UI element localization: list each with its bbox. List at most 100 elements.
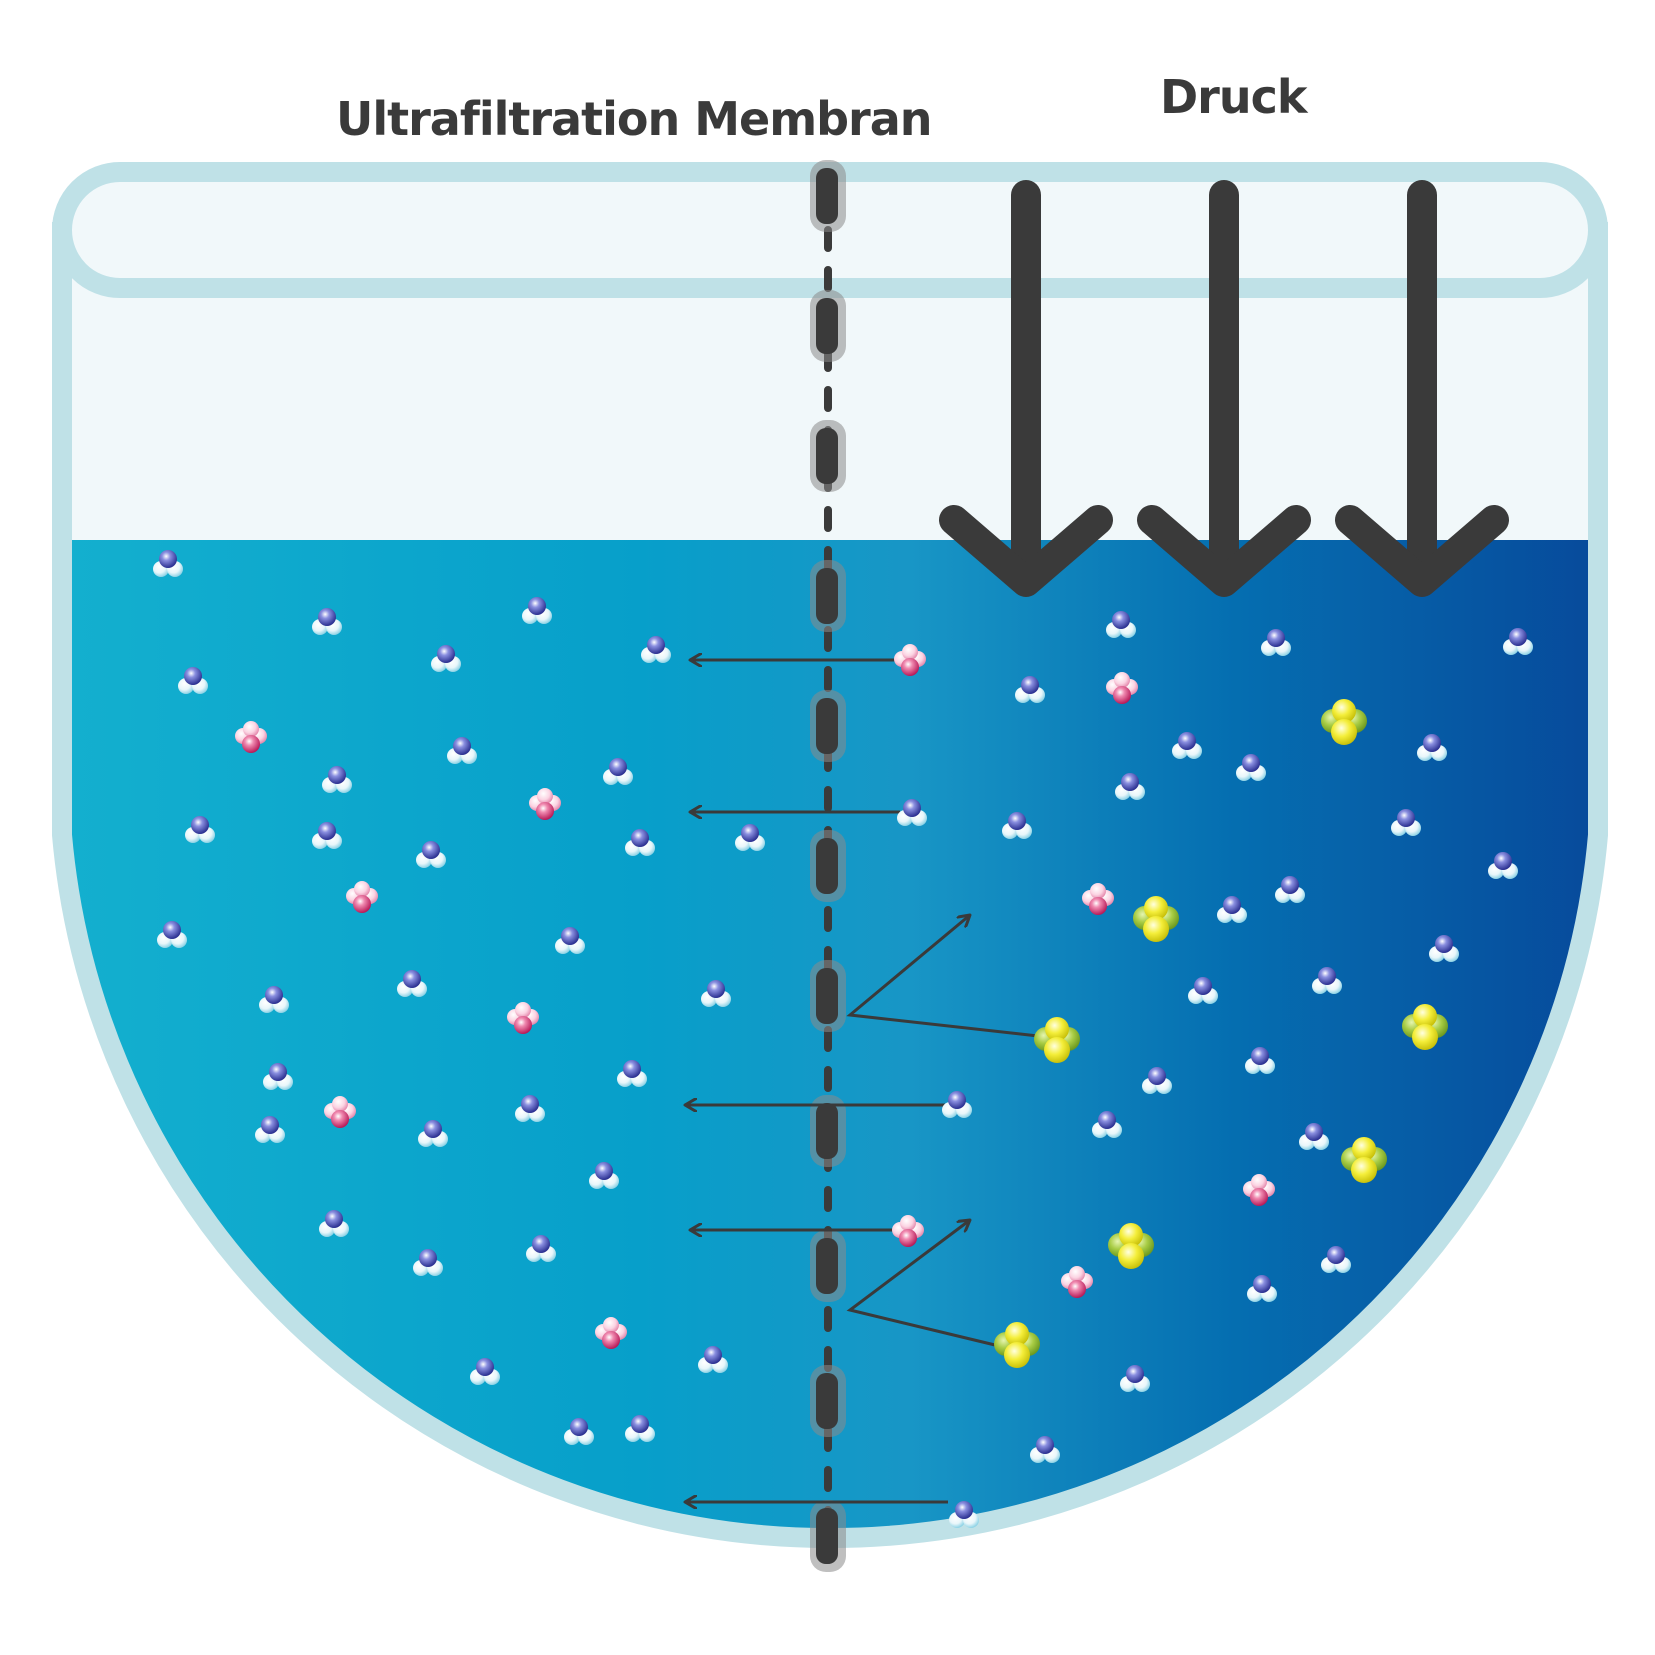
water-molecule-icon bbox=[1015, 676, 1045, 703]
water-molecule-icon bbox=[1503, 628, 1533, 655]
membrane-pore bbox=[816, 1103, 838, 1159]
large-particle-icon bbox=[1341, 1137, 1387, 1183]
water-molecule-icon bbox=[431, 645, 461, 672]
water-molecule-icon bbox=[1417, 734, 1447, 761]
water-molecule-icon bbox=[312, 822, 342, 849]
water-molecule-icon bbox=[1488, 852, 1518, 879]
large-particle-icon bbox=[1108, 1223, 1154, 1269]
solute-molecule-icon bbox=[892, 1215, 924, 1247]
water-molecule-icon bbox=[564, 1418, 594, 1445]
water-molecule-icon bbox=[515, 1095, 545, 1122]
water-molecule-icon bbox=[413, 1249, 443, 1276]
pressure-title: Druck bbox=[1160, 70, 1307, 124]
water-molecule-icon bbox=[1247, 1275, 1277, 1302]
solute-molecule-icon bbox=[894, 644, 926, 676]
water-molecule-icon bbox=[1142, 1067, 1172, 1094]
large-particle-icon bbox=[1133, 896, 1179, 942]
water-molecule-icon bbox=[522, 597, 552, 624]
solute-molecule-icon bbox=[1106, 672, 1138, 704]
membrane-line bbox=[810, 160, 846, 1572]
solute-molecule-icon bbox=[507, 1002, 539, 1034]
water-molecule-icon bbox=[1429, 935, 1459, 962]
water-molecule-icon bbox=[447, 737, 477, 764]
membrane-pore bbox=[816, 968, 838, 1024]
water-molecule-icon bbox=[418, 1120, 448, 1147]
water-molecule-icon bbox=[555, 927, 585, 954]
membrane-pore bbox=[816, 1238, 838, 1294]
water-molecule-icon bbox=[1188, 977, 1218, 1004]
pressure-arrow-head bbox=[1137, 505, 1311, 597]
water-molecule-icon bbox=[735, 824, 765, 851]
membrane-pore bbox=[816, 428, 838, 484]
water-molecule-icon bbox=[178, 667, 208, 694]
water-molecule-icon bbox=[942, 1091, 972, 1118]
water-molecule-icon bbox=[1312, 967, 1342, 994]
solute-molecule-icon bbox=[235, 721, 267, 753]
water-molecule-icon bbox=[625, 829, 655, 856]
water-molecule-icon bbox=[255, 1116, 285, 1143]
water-molecule-icon bbox=[312, 608, 342, 635]
water-molecule-icon bbox=[1115, 773, 1145, 800]
flow-arrows bbox=[685, 660, 1039, 1502]
water-molecule-icon bbox=[701, 980, 731, 1007]
water-molecule-icon bbox=[1092, 1111, 1122, 1138]
water-molecule-icon bbox=[322, 766, 352, 793]
water-molecule-icon bbox=[185, 816, 215, 843]
water-molecule-icon bbox=[1261, 629, 1291, 656]
membrane-pore bbox=[816, 838, 838, 894]
solute-molecule-icon bbox=[324, 1096, 356, 1128]
water-molecule-icon bbox=[589, 1162, 619, 1189]
large-particle-icon bbox=[1034, 1017, 1080, 1063]
water-molecule-icon bbox=[1030, 1436, 1060, 1463]
large-particle-icon bbox=[1402, 1004, 1448, 1050]
membrane-pore bbox=[816, 1508, 838, 1564]
solute-molecule-icon bbox=[1243, 1174, 1275, 1206]
solute-molecule-icon bbox=[595, 1317, 627, 1349]
pressure-arrow-head bbox=[1335, 505, 1509, 597]
water-molecule-icon bbox=[1236, 754, 1266, 781]
water-molecule-icon bbox=[397, 970, 427, 997]
water-molecule-icon bbox=[1321, 1246, 1351, 1273]
membrane-pore bbox=[816, 568, 838, 624]
water-molecule-icon bbox=[617, 1060, 647, 1087]
water-molecule-icon bbox=[949, 1501, 979, 1528]
solute-molecule-icon bbox=[346, 881, 378, 913]
membrane-pore bbox=[816, 698, 838, 754]
water-molecule-icon bbox=[1391, 809, 1421, 836]
membrane-pore bbox=[816, 168, 838, 224]
water-molecule-icon bbox=[1299, 1123, 1329, 1150]
rejection-arrow bbox=[846, 915, 1039, 1038]
water-molecule-icon bbox=[319, 1210, 349, 1237]
solute-molecule-icon bbox=[1082, 883, 1114, 915]
pressure-arrow-head bbox=[939, 505, 1113, 597]
water-molecule-icon bbox=[603, 758, 633, 785]
water-molecule-icon bbox=[153, 550, 183, 577]
pressure-arrows bbox=[939, 180, 1509, 597]
water-molecule-icon bbox=[1106, 611, 1136, 638]
particles bbox=[153, 550, 1533, 1528]
water-molecule-icon bbox=[416, 841, 446, 868]
solute-molecule-icon bbox=[529, 788, 561, 820]
large-particle-icon bbox=[994, 1322, 1040, 1368]
water-molecule-icon bbox=[641, 636, 671, 663]
water-molecule-icon bbox=[1217, 896, 1247, 923]
water-molecule-icon bbox=[1275, 876, 1305, 903]
rejection-arrow bbox=[846, 1220, 996, 1347]
water-molecule-icon bbox=[157, 921, 187, 948]
membrane-pore bbox=[816, 298, 838, 354]
water-molecule-icon bbox=[263, 1063, 293, 1090]
water-molecule-icon bbox=[625, 1415, 655, 1442]
water-molecule-icon bbox=[698, 1346, 728, 1373]
water-molecule-icon bbox=[1120, 1365, 1150, 1392]
water-molecule-icon bbox=[897, 799, 927, 826]
water-molecule-icon bbox=[259, 986, 289, 1013]
water-molecule-icon bbox=[1002, 812, 1032, 839]
water-molecule-icon bbox=[470, 1358, 500, 1385]
membrane-pore bbox=[816, 1373, 838, 1429]
water-molecule-icon bbox=[526, 1235, 556, 1262]
water-molecule-icon bbox=[1172, 732, 1202, 759]
large-particle-icon bbox=[1321, 699, 1367, 745]
solute-molecule-icon bbox=[1061, 1266, 1093, 1298]
